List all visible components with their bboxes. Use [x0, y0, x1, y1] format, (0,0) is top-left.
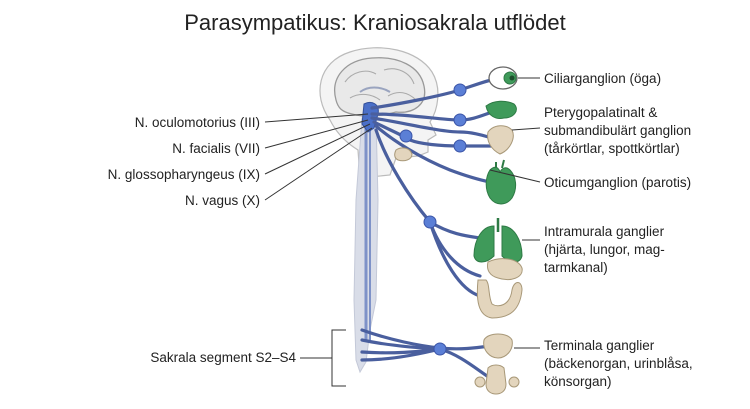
label-intramural-3: tarmkanal): [544, 260, 608, 275]
label-terminal-1: Terminala ganglier: [544, 338, 655, 353]
label-oculomotorius: N. oculomotorius (III): [135, 115, 260, 130]
diagram-title: Parasympatikus: Kraniosakrala utflödet: [184, 10, 566, 35]
leader-lines: [264, 77, 541, 387]
ciliary-ganglion: [453, 83, 467, 97]
heart-icon: [485, 159, 517, 205]
gland-icon: [394, 100, 517, 162]
bladder-icon: [483, 333, 513, 359]
lungs-icon: [473, 218, 523, 263]
eye-icon: [488, 66, 518, 90]
label-ciliary: Ciliarganglion (öga): [544, 71, 661, 86]
pterygopalatine-ganglion: [453, 113, 467, 127]
label-otic: Oticumganglion (parotis): [544, 175, 691, 190]
ganglia: [399, 83, 467, 356]
terminal-ganglion: [433, 342, 447, 356]
label-intramural-2: (hjärta, lungor, mag-: [544, 242, 665, 257]
label-intramural-1: Intramurala ganglier: [544, 224, 665, 239]
label-sacral: Sakrala segment S2–S4: [150, 350, 296, 365]
label-terminal-3: könsorgan): [544, 374, 612, 389]
reproductive-organs-icon: [474, 364, 520, 395]
label-facialis: N. facialis (VII): [172, 141, 260, 156]
spinal-cord: [353, 117, 379, 374]
label-ptery-2: submandibulärt ganglion: [544, 123, 691, 138]
label-glossopharyngeus: N. glossopharyngeus (IX): [108, 167, 260, 182]
digestive-tract-icon: [476, 258, 523, 319]
label-ptery-1: Pterygopalatinalt &: [544, 105, 657, 120]
otic-ganglion: [399, 129, 413, 143]
intramural-ganglion: [423, 215, 437, 229]
label-ptery-3: (tårkörtlar, spottkörtlar): [544, 141, 680, 156]
label-terminal-2: (bäckenorgan, urinblåsa,: [544, 356, 693, 371]
submandibular-ganglion: [453, 139, 467, 153]
label-vagus: N. vagus (X): [185, 193, 260, 208]
